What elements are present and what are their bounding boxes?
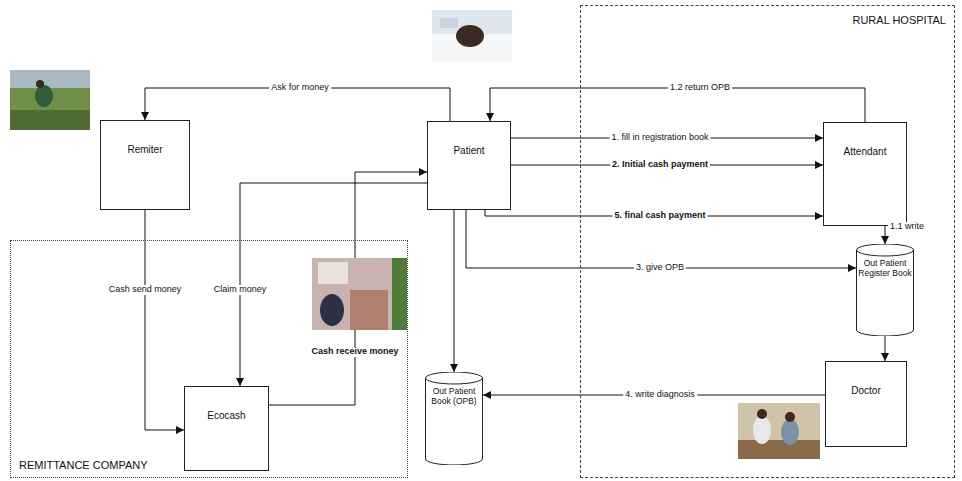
plant bbox=[392, 258, 407, 330]
node-label: Out Patient Register Book bbox=[858, 259, 912, 279]
visitor-head bbox=[785, 412, 795, 422]
cylinder-outline bbox=[425, 372, 483, 465]
cylinder-body bbox=[426, 372, 483, 465]
visitor-figure bbox=[781, 419, 799, 445]
photo-ground bbox=[10, 70, 90, 130]
boundary-region: REMITTANCE COMPANY Ecocash bbox=[10, 240, 408, 478]
cylinder-rim bbox=[857, 250, 914, 256]
bench bbox=[738, 440, 820, 459]
edge-label: 1.2 return OPB bbox=[668, 83, 732, 93]
edge-label: 1.1 write bbox=[888, 222, 926, 232]
edge-label: 5. final cash payment bbox=[612, 211, 707, 221]
cylinder-outline bbox=[856, 244, 914, 336]
photo-ground bbox=[432, 10, 512, 62]
process-box: Patient bbox=[427, 121, 511, 210]
node-label: Patient bbox=[453, 145, 484, 157]
edge-label: Cash send money bbox=[107, 285, 184, 295]
counter bbox=[350, 290, 388, 330]
photo-ground bbox=[738, 403, 820, 459]
edge-label: Claim money bbox=[212, 285, 269, 295]
process-box: Attendant bbox=[823, 122, 907, 226]
edge-label: 2. Initial cash payment bbox=[610, 160, 710, 170]
doctor-photo bbox=[738, 403, 820, 459]
flow-arrow bbox=[490, 88, 865, 122]
node-label: Remiter bbox=[127, 144, 162, 156]
edge-label: 1. fill in registration book bbox=[609, 133, 710, 143]
region-title: RURAL HOSPITAL bbox=[852, 14, 946, 26]
farmer-figure bbox=[35, 85, 53, 107]
pillow bbox=[440, 18, 458, 28]
photo-ground bbox=[312, 258, 407, 330]
flow-arrow bbox=[269, 172, 427, 405]
flow-arrow bbox=[885, 226, 886, 244]
node-label: Out Patient Book (OPB) bbox=[427, 387, 481, 407]
doctor-head bbox=[757, 409, 767, 419]
wall-poster bbox=[318, 262, 348, 284]
customer-figure bbox=[320, 294, 344, 326]
node-label: Attendant bbox=[844, 146, 887, 158]
edge-label: 4. write diagnosis bbox=[623, 390, 697, 400]
flow-arrow bbox=[885, 336, 886, 361]
node-label: Doctor bbox=[851, 385, 880, 397]
process-box: Remiter bbox=[100, 120, 190, 210]
doctor-figure bbox=[753, 416, 771, 444]
edge-label: Cash receive money bbox=[309, 347, 400, 357]
edge-label: Ask for money bbox=[269, 83, 331, 93]
data-store: Out Patient Book (OPB) bbox=[425, 372, 483, 465]
flow-arrow bbox=[145, 210, 184, 430]
process-box: Doctor bbox=[825, 361, 907, 447]
field bbox=[10, 110, 90, 130]
flow-arrow bbox=[466, 210, 856, 268]
farmer-head bbox=[36, 80, 44, 88]
cylinder-body bbox=[857, 244, 914, 336]
patient-head bbox=[456, 25, 484, 47]
cash-photo bbox=[312, 258, 407, 330]
remiter-photo bbox=[10, 70, 90, 130]
sky bbox=[10, 70, 90, 88]
data-store: Out Patient Register Book bbox=[856, 244, 914, 336]
cylinder-rim bbox=[426, 378, 483, 384]
process-box: Ecocash bbox=[184, 386, 269, 471]
edge-label: 3. give OPB bbox=[634, 263, 686, 273]
node-label: Ecocash bbox=[207, 410, 245, 422]
region-title: REMITTANCE COMPANY bbox=[19, 459, 148, 471]
patient-photo bbox=[432, 10, 512, 62]
boundary-region: RURAL HOSPITAL AttendantOut Patient Regis… bbox=[580, 5, 955, 478]
flow-arrow bbox=[454, 210, 455, 372]
